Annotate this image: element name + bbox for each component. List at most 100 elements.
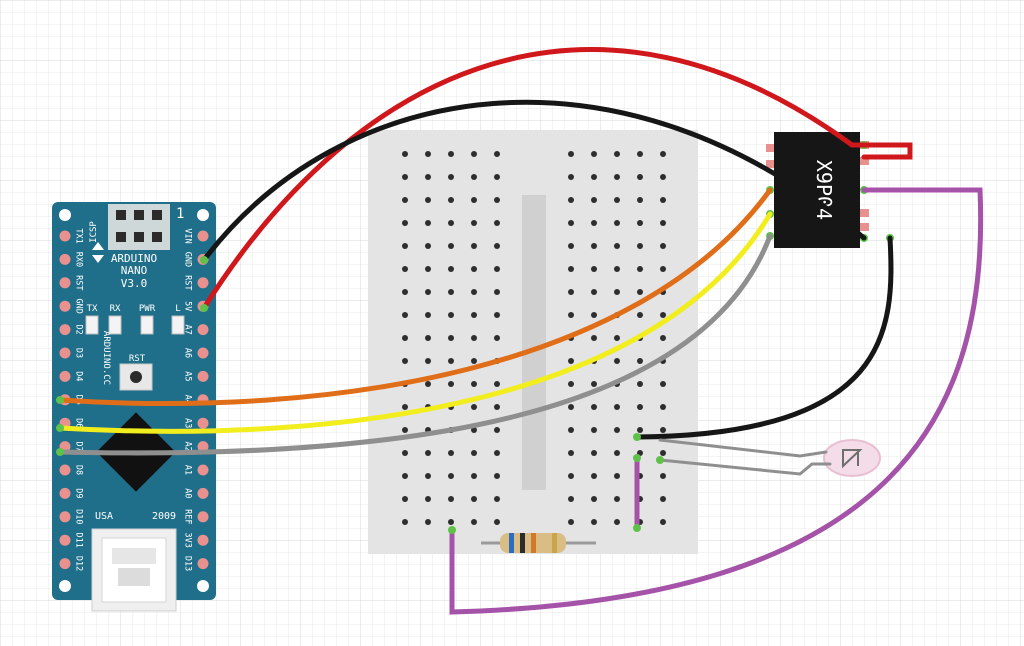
breadboard-hole <box>471 220 477 226</box>
breadboard-hole <box>568 243 574 249</box>
year-label: 2009 <box>152 511 176 522</box>
led-l <box>171 315 185 335</box>
breadboard-hole <box>425 335 431 341</box>
breadboard-hole <box>471 335 477 341</box>
breadboard-hole <box>660 220 666 226</box>
breadboard-hole <box>425 174 431 180</box>
breadboard-hole <box>614 473 620 479</box>
breadboard-hole <box>591 312 597 318</box>
resistor <box>481 533 596 553</box>
breadboard-hole <box>591 335 597 341</box>
breadboard-hole <box>402 220 408 226</box>
breadboard-hole <box>448 312 454 318</box>
reset-label: RST <box>129 354 146 364</box>
breadboard-hole <box>402 197 408 203</box>
breadboard-hole <box>591 404 597 410</box>
breadboard-hole <box>614 335 620 341</box>
arduino-pin-label: D6 <box>74 418 84 428</box>
usa-label: USA <box>95 511 113 522</box>
resistor-band-3 <box>531 533 536 553</box>
breadboard-hole <box>425 473 431 479</box>
board-name-line-1: ARDUINO <box>111 252 157 265</box>
arduino-pin <box>59 324 71 336</box>
breadboard-hole <box>494 450 500 456</box>
breadboard-hole <box>591 427 597 433</box>
breadboard-hole <box>568 197 574 203</box>
arduino-pin <box>59 511 71 523</box>
breadboard-hole <box>425 266 431 272</box>
arduino-pin-label: D11 <box>74 533 84 548</box>
arduino-pin <box>197 230 209 242</box>
breadboard-hole <box>568 404 574 410</box>
breadboard-hole <box>471 427 477 433</box>
breadboard-hole <box>591 450 597 456</box>
arduino-pin-label: RX0 <box>74 252 84 267</box>
wires <box>57 47 984 615</box>
arduino-pin-label: GND <box>74 299 84 314</box>
breadboard-hole <box>591 519 597 525</box>
arduino-pin <box>59 487 71 499</box>
arduino-pin <box>197 487 209 499</box>
breadboard-hole <box>614 151 620 157</box>
breadboard-hole <box>614 519 620 525</box>
breadboard-hole <box>425 151 431 157</box>
breadboard-hole <box>471 197 477 203</box>
breadboard-hole <box>494 151 500 157</box>
breadboard-hole <box>471 174 477 180</box>
breadboard-hole <box>591 151 597 157</box>
led-rx <box>108 315 122 335</box>
arduino-pin <box>197 277 209 289</box>
breadboard-hole <box>402 312 408 318</box>
breadboard-hole <box>568 266 574 272</box>
breadboard <box>368 130 698 554</box>
resistor-band-1 <box>509 533 514 553</box>
breadboard-hole <box>471 496 477 502</box>
led-label-l: L <box>175 304 180 314</box>
arduino-pin <box>197 324 209 336</box>
led-label-tx: TX <box>87 304 98 314</box>
wire-purple <box>449 187 984 615</box>
breadboard-hole <box>591 243 597 249</box>
breadboard-hole <box>660 151 666 157</box>
breadboard-hole <box>494 243 500 249</box>
breadboard-hole <box>660 381 666 387</box>
breadboard-hole <box>425 496 431 502</box>
breadboard-hole <box>471 266 477 272</box>
arduino-pin-label: A0 <box>183 488 193 498</box>
breadboard-hole <box>568 312 574 318</box>
arduino-pin <box>197 370 209 382</box>
breadboard-hole <box>402 335 408 341</box>
arduino-pin-label: A4 <box>183 395 193 405</box>
breadboard-hole <box>448 151 454 157</box>
arduino-pin-label: A7 <box>183 324 193 334</box>
led-indicators: TX RX PWR L <box>85 304 185 335</box>
breadboard-hole <box>568 174 574 180</box>
resistor-band-2 <box>520 533 525 553</box>
breadboard-hole <box>614 220 620 226</box>
breadboard-hole <box>591 473 597 479</box>
breadboard-hole <box>660 450 666 456</box>
led-pwr <box>140 315 154 335</box>
board-name-line-3: V3.0 <box>121 277 148 290</box>
breadboard-hole <box>568 381 574 387</box>
breadboard-hole <box>660 519 666 525</box>
arduino-pin-label: A6 <box>183 348 193 358</box>
breadboard-hole <box>494 335 500 341</box>
arduino-pin <box>59 300 71 312</box>
breadboard-hole <box>637 174 643 180</box>
breadboard-hole <box>402 266 408 272</box>
arduino-pin-label: D12 <box>74 556 84 571</box>
arduino-pin-label: VIN <box>183 228 193 243</box>
breadboard-hole <box>425 519 431 525</box>
arduino-pins: TX1RX0RSTGNDD2D3D4D5D6D7D8D9D10D11D12VIN… <box>59 228 209 571</box>
breadboard-hole <box>402 519 408 525</box>
wire-orange <box>57 187 773 407</box>
breadboard-hole <box>637 289 643 295</box>
breadboard-hole <box>660 404 666 410</box>
sensor-chip <box>774 132 860 248</box>
breadboard-hole <box>660 243 666 249</box>
breadboard-hole <box>448 496 454 502</box>
icsp-number: 1 <box>176 206 184 222</box>
photo-led <box>823 439 881 477</box>
breadboard-hole <box>448 197 454 203</box>
